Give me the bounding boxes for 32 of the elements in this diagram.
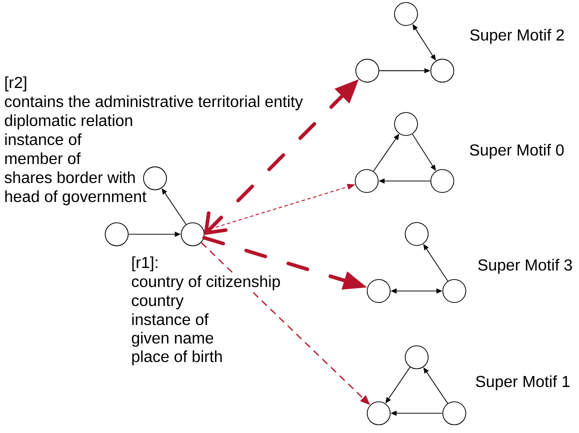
relation-tag: [r2] [3, 75, 28, 92]
relation-label: country [130, 294, 185, 310]
node-circle [394, 112, 418, 136]
relation-label: country of citizenship [130, 274, 282, 292]
node-circle [180, 222, 205, 246]
relation-label: given name [130, 330, 215, 348]
node-circle [404, 345, 429, 370]
node-circle [430, 169, 454, 193]
motif-label: Super Motif 3 [476, 258, 574, 275]
node-circle [442, 279, 466, 303]
node-circle [354, 169, 379, 193]
node-circle [394, 2, 418, 26]
node-circle [355, 58, 380, 83]
motif-label: Super Motif 0 [468, 142, 566, 160]
relation-label: place of birth [130, 349, 224, 366]
relation-label: instance of [3, 132, 83, 146]
node-circle [430, 58, 454, 83]
node-circle [143, 166, 167, 190]
relation-label: instance of [130, 312, 210, 326]
relation-label: shares border with [3, 170, 137, 184]
relation-label: member of [3, 151, 82, 166]
relation-label: contains the administrative territorial entity [3, 94, 304, 112]
node-circle [366, 279, 391, 303]
relation-label: head of government [3, 189, 148, 206]
motif-label: Super Motif 2 [468, 28, 566, 45]
relation-tag: [r1]: [130, 255, 160, 272]
node-circle [404, 222, 429, 246]
motif-label: Super Motif 1 [474, 374, 572, 392]
node-circle [366, 401, 391, 426]
relation-label: diplomatic relation [3, 113, 134, 130]
node-circle [104, 222, 129, 246]
node-circle [442, 401, 466, 426]
